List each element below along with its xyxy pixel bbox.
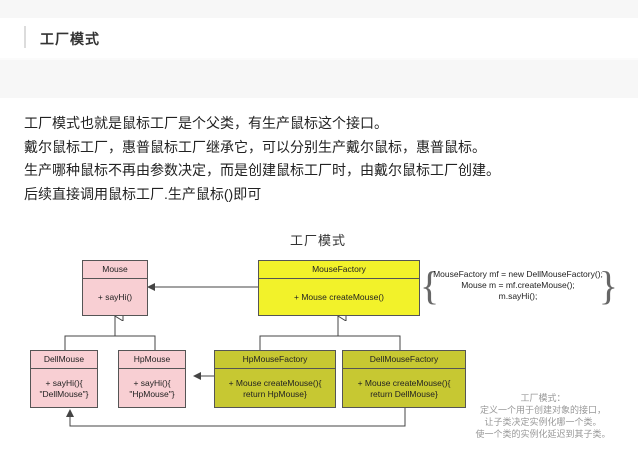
mouse-factory-name: MouseFactory [259, 261, 419, 279]
dellmousefactory-class-name: DellMouseFactory [343, 351, 465, 369]
hpmouse-method: + sayHi(){ "HpMouse"} [129, 378, 175, 399]
mouse-factory-method: + Mouse createMouse() [294, 292, 384, 302]
hpmousefactory-class-name: HpMouseFactory [215, 351, 335, 369]
hpmousefactory-method: + Mouse createMouse(){ return HpMouse} [228, 378, 322, 399]
hpmouse-class-name: HpMouse [119, 351, 185, 369]
diagram-title: 工厂模式 [290, 233, 347, 248]
diagram-connectors [64, 283, 406, 427]
client-code-snippet: { MouseFactory mf = new DellMouseFactory… [420, 263, 618, 312]
dellmouse-class-box: DellMouse + sayHi(){ "DellMouse"} [30, 350, 98, 408]
mouse-class-name: Mouse [83, 261, 147, 279]
factory-pattern-diagram: 工厂模式 Mouse + sayHi() MouseFactory + Mous… [0, 224, 638, 453]
description-line: 后续直接调用鼠标工厂.生产鼠标()即可 [24, 185, 262, 202]
code-line: Mouse m = mf.createMouse(); [461, 280, 575, 290]
section-header: 工厂模式 [0, 18, 638, 58]
description-line: 戴尔鼠标工厂，惠普鼠标工厂继承它，可以分别生产戴尔鼠标，惠普鼠标。 [24, 138, 486, 155]
mouse-factory-box: MouseFactory + Mouse createMouse() [258, 260, 420, 316]
description-paragraph: 工厂模式也就是鼠标工厂是个父类，有生产鼠标这个接口。 戴尔鼠标工厂，惠普鼠标工厂… [24, 112, 624, 206]
hpmouse-class-box: HpMouse + sayHi(){ "HpMouse"} [118, 350, 186, 408]
dellmousefactory-class-box: DellMouseFactory + Mouse createMouse(){ … [342, 350, 466, 408]
description-line: 工厂模式也就是鼠标工厂是个父类，有生产鼠标这个接口。 [24, 115, 388, 131]
mouse-method: + sayHi() [97, 292, 133, 302]
creates-arrow-dellmouse [66, 408, 406, 427]
description-line: 生产哪种鼠标不再由参数决定，而是创建鼠标工厂时，由戴尔鼠标工厂创建。 [24, 162, 500, 178]
dellmouse-method: + sayHi(){ "DellMouse"} [39, 378, 89, 399]
brace-right: } [598, 263, 618, 308]
mouse-class-box: Mouse + sayHi() [82, 260, 148, 316]
pattern-definition-note: 工厂模式： 定义一个用于创建对象的接口， 让子类决定实例化哪一个类。 使一个类的… [475, 393, 611, 439]
code-line: MouseFactory mf = new DellMouseFactory()… [433, 269, 603, 279]
hpmousefactory-class-box: HpMouseFactory + Mouse createMouse(){ re… [214, 350, 336, 408]
section-title: 工厂模式 [40, 31, 100, 47]
dellmousefactory-method: + Mouse createMouse(){ return DellMouse} [357, 378, 451, 399]
header-accent-bar [24, 26, 26, 48]
code-line: m.sayHi(); [498, 291, 538, 301]
brace-left: { [420, 263, 440, 308]
dellmouse-class-name: DellMouse [31, 351, 97, 369]
